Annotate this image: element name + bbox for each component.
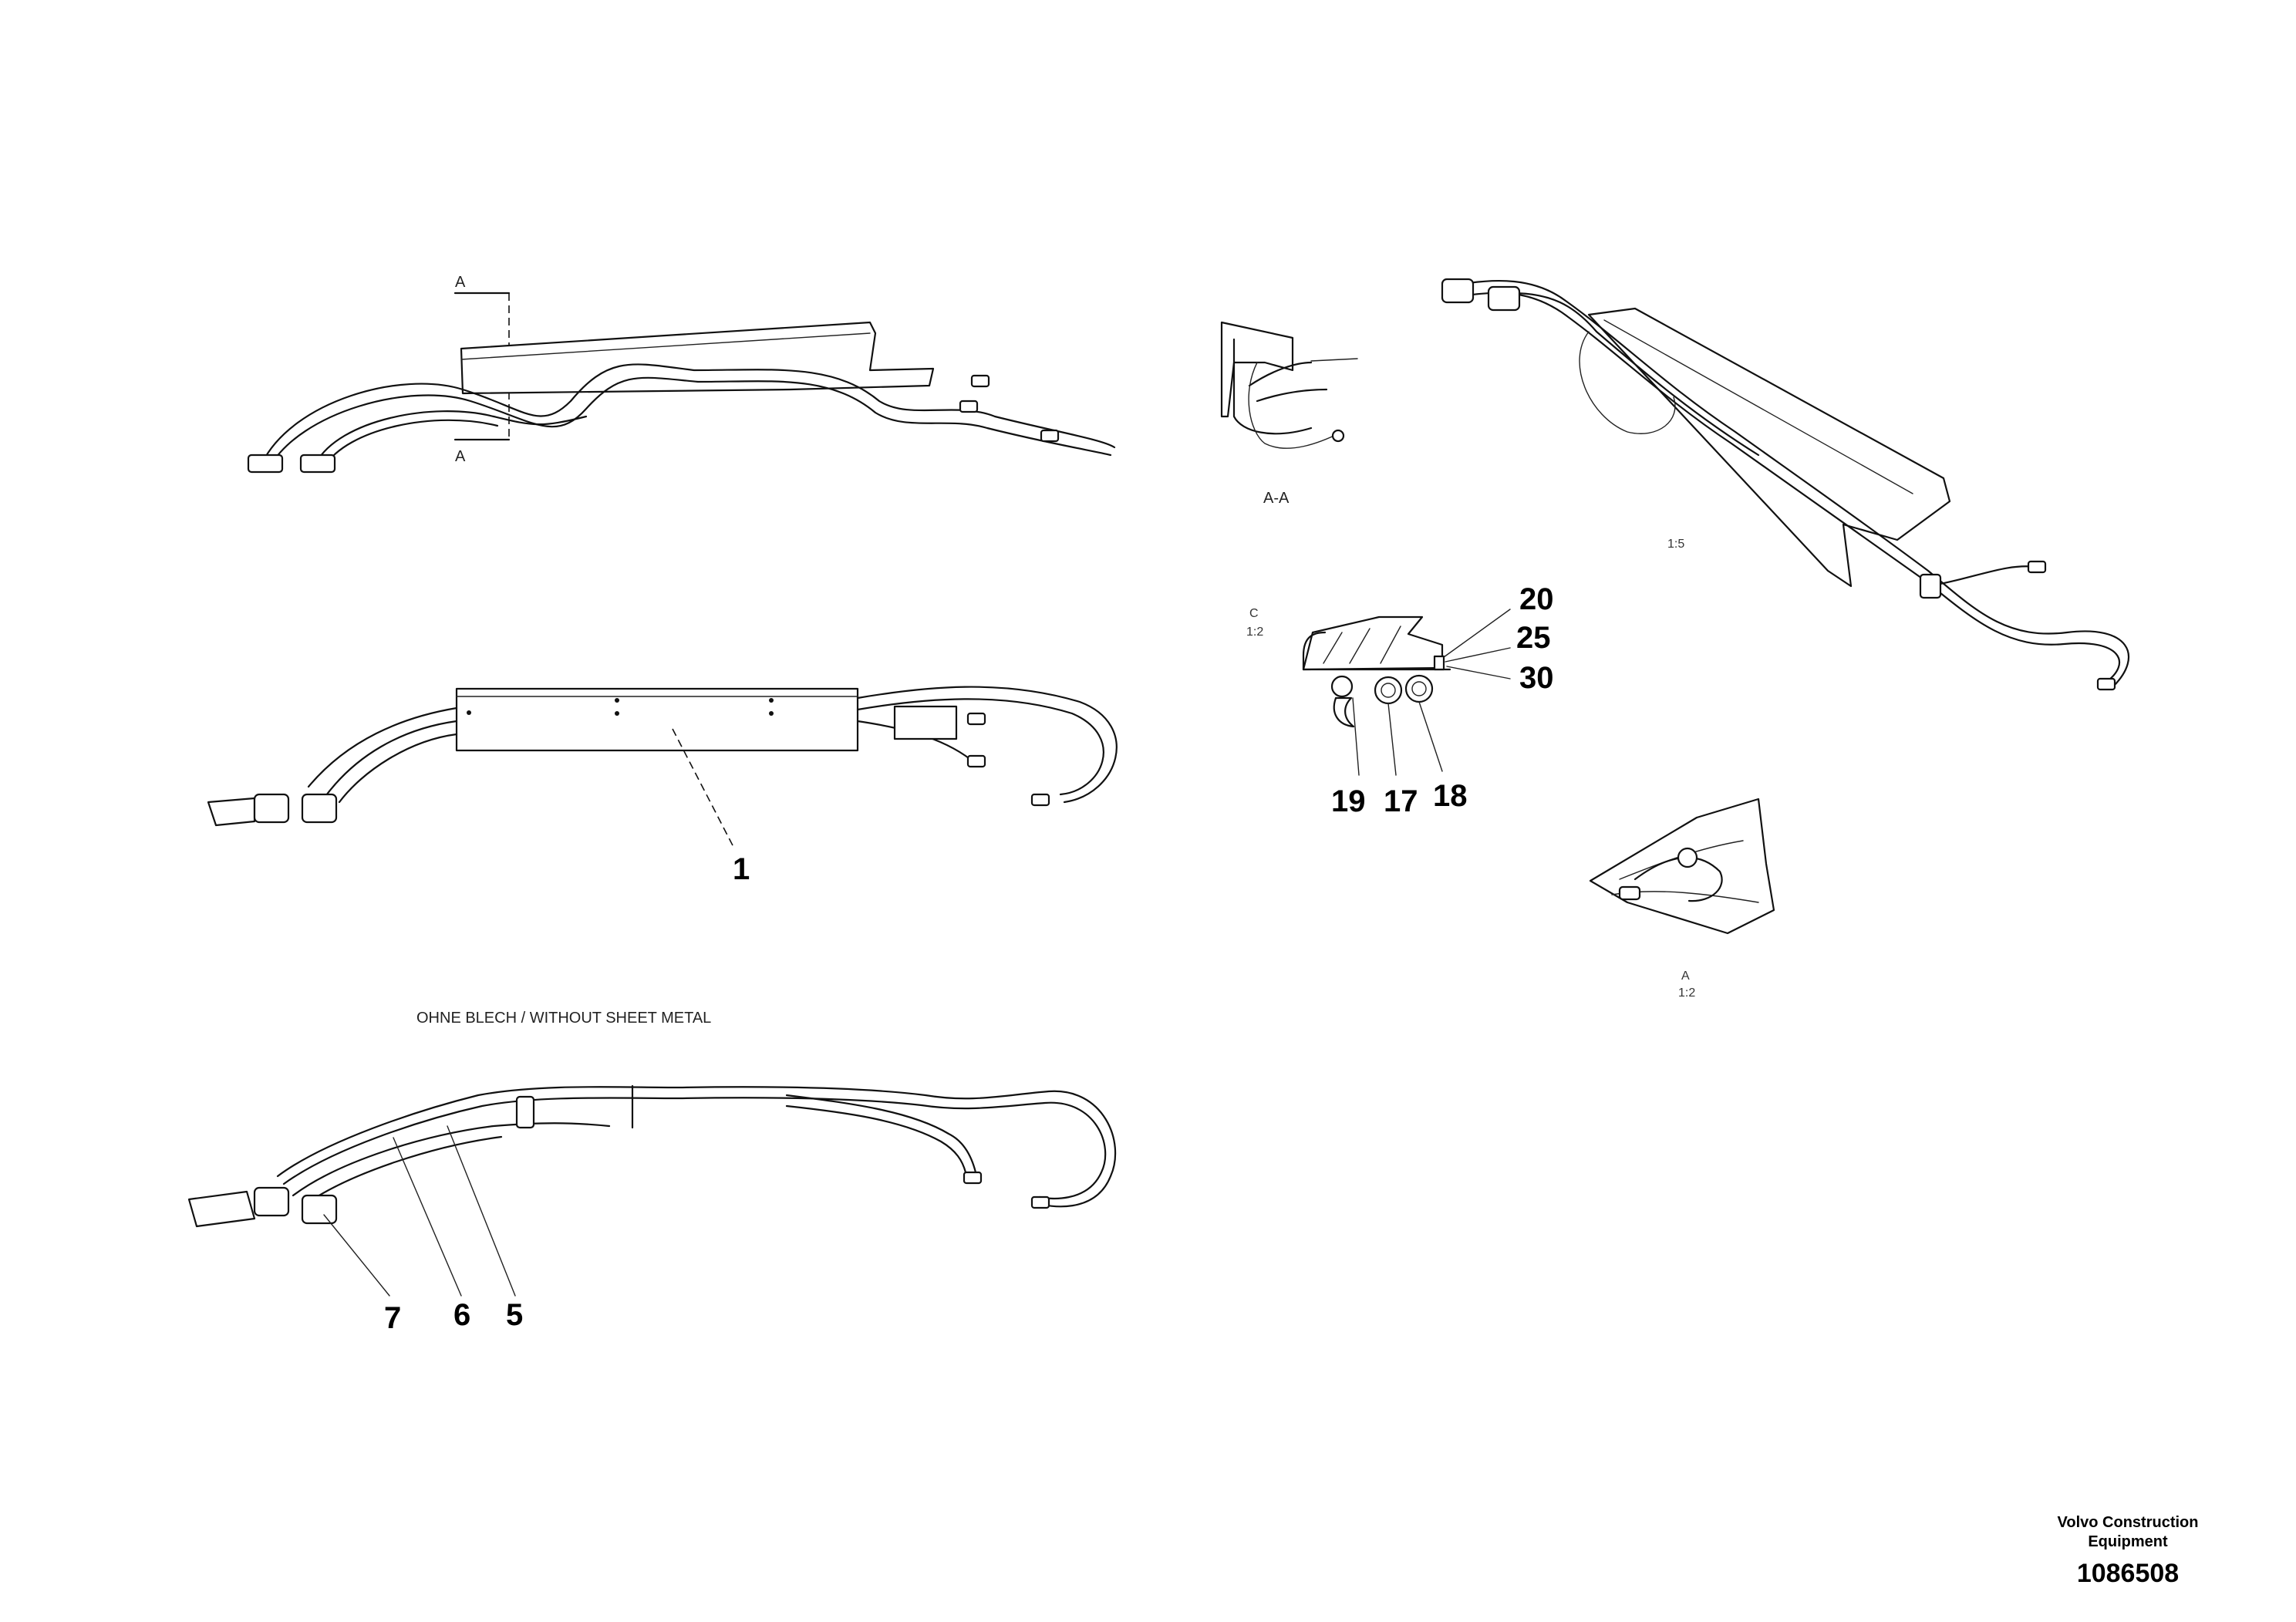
company-name-line1: Volvo Construction (2057, 1514, 2199, 1531)
detail-c-letter: C (1249, 607, 1259, 620)
company-name-line2: Equipment (2088, 1533, 2168, 1550)
detail-c: C 1:2 20 25 30 19 17 18 (1246, 582, 1554, 818)
without-sheet-metal-label: OHNE BLECH / WITHOUT SHEET METAL (416, 1010, 711, 1027)
callout-19: 19 (1331, 784, 1366, 818)
callout-1: 1 (733, 852, 750, 886)
footer-block: Volvo Construction Equipment 1086508 (2028, 1513, 2228, 1590)
callout-18: 18 (1433, 779, 1468, 813)
section-label-a-bottom: A (455, 448, 466, 465)
view-without-sheet-metal: OHNE BLECH / WITHOUT SHEET METAL 7 6 5 (187, 1010, 1117, 1335)
callout-6: 6 (453, 1298, 470, 1332)
side-view-with-section: A A (247, 274, 1116, 474)
callout-17: 17 (1384, 784, 1418, 818)
callout-7: 7 (384, 1301, 401, 1335)
detail-a: A 1:2 (1589, 798, 1775, 1000)
callout-5: 5 (506, 1298, 523, 1332)
detail-c-scale: 1:2 (1246, 626, 1263, 639)
callout-25: 25 (1516, 621, 1551, 655)
isometric-scale-label: 1:5 (1667, 538, 1684, 551)
drawing-number: 1086508 (2076, 1559, 2180, 1588)
callout-20: 20 (1519, 582, 1554, 616)
detail-a-letter: A (1681, 969, 1690, 983)
section-a-a: A-A (1220, 321, 1358, 507)
detail-a-scale: 1:2 (1678, 986, 1695, 1000)
section-aa-label: A-A (1263, 490, 1290, 507)
covered-view: 1 (207, 686, 1118, 886)
isometric-view: 1:5 (1441, 278, 2129, 691)
callout-30: 30 (1519, 661, 1554, 695)
section-label-a-top: A (455, 274, 466, 291)
